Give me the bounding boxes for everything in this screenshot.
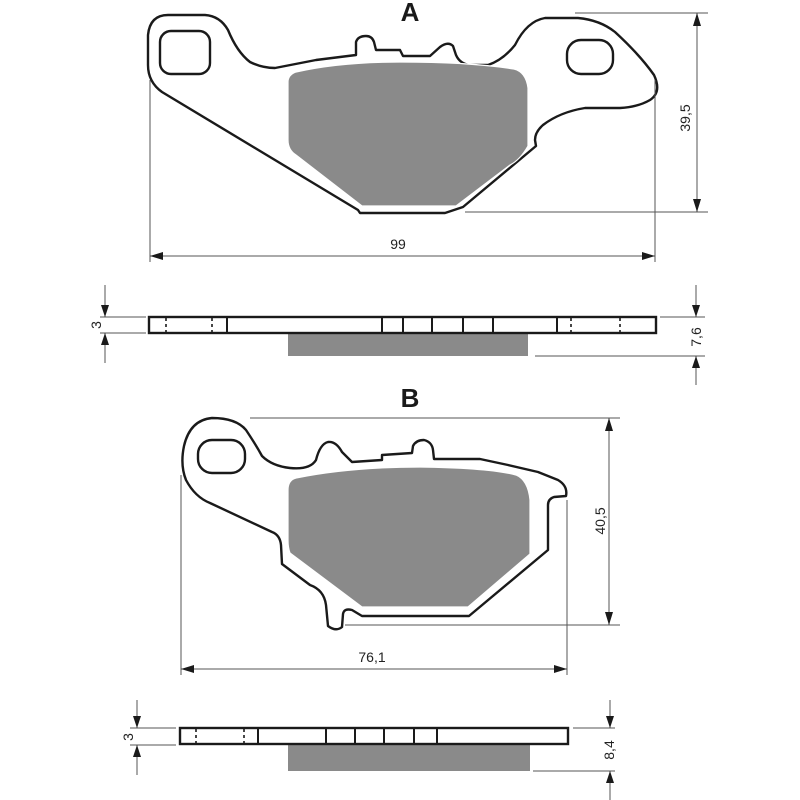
pad-b-backplate-thickness-label: 3	[120, 733, 136, 741]
arrow-right-icon	[642, 252, 655, 260]
pad-a-left-hole	[158, 29, 212, 76]
arrow-up-icon	[692, 356, 700, 368]
pad-b-side-view: 3 8,4	[120, 700, 617, 800]
pad-a-right-hole	[565, 38, 615, 76]
arrow-up-icon	[693, 13, 701, 26]
arrow-right-icon	[554, 665, 567, 673]
pad-a-label: A	[401, 0, 420, 27]
pad-a-width-label: 99	[390, 236, 406, 252]
pad-b-label: B	[401, 383, 420, 413]
pad-a-backplate-thickness-label: 3	[88, 321, 104, 329]
pad-a-front-view: A 99 39,5	[146, 0, 708, 262]
arrow-down-icon	[133, 716, 141, 728]
pad-b-side-backplate	[178, 726, 570, 746]
arrow-down-icon	[101, 305, 109, 317]
arrow-down-icon	[693, 199, 701, 212]
pad-b-height-label: 40,5	[592, 507, 608, 534]
arrow-left-icon	[181, 665, 194, 673]
pad-b-hole	[196, 438, 247, 475]
pad-a-height-label: 39,5	[677, 104, 693, 131]
pad-a-total-thickness-label: 7,6	[688, 327, 704, 347]
pad-b-front-view: B 40,5 76,1	[180, 383, 620, 675]
arrow-up-icon	[606, 771, 614, 783]
pad-a-friction-material	[287, 61, 529, 207]
pad-b-width-label: 76,1	[358, 649, 385, 665]
pad-a-side-friction	[288, 333, 528, 356]
arrow-left-icon	[150, 252, 163, 260]
arrow-down-icon	[605, 612, 613, 625]
pad-b-total-thickness-label: 8,4	[601, 740, 617, 760]
arrow-up-icon	[605, 418, 613, 431]
pad-b-friction-material	[287, 466, 531, 608]
arrow-up-icon	[133, 745, 141, 757]
arrow-down-icon	[692, 305, 700, 317]
arrow-up-icon	[101, 333, 109, 345]
arrow-down-icon	[606, 716, 614, 728]
pad-b-side-friction	[288, 744, 530, 771]
pad-a-side-view: 3 7,6	[88, 285, 705, 385]
